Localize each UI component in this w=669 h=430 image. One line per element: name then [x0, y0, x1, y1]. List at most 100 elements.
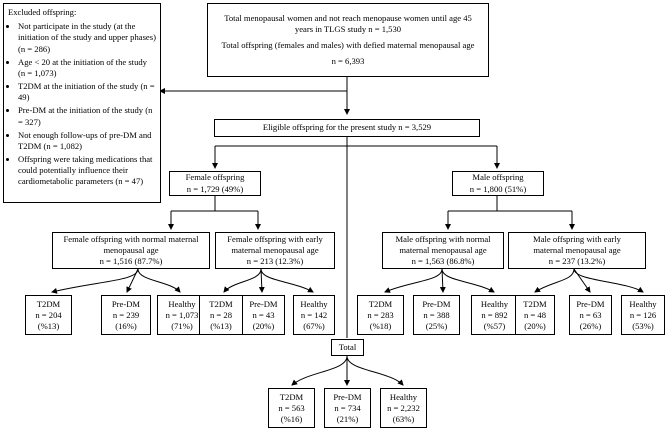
- total-box: Total: [331, 339, 364, 356]
- female-early-menopause-box: Female offspring with early maternal men…: [215, 232, 335, 269]
- leaf-label: Pre-DM: [422, 299, 451, 309]
- male-normal-title: Male offspring with normal: [395, 233, 491, 244]
- excluded-item: Pre-DM at the initiation of the study (n…: [18, 105, 156, 127]
- leaf-label: Healthy: [389, 392, 418, 402]
- leaf-count: n = 2,232: [387, 403, 420, 414]
- leaf-label: Pre-DM: [249, 299, 278, 309]
- leaf-percent: (16%): [115, 321, 137, 332]
- leaf-male-early-healthy: Healthy n = 126 (53%): [621, 295, 665, 335]
- female-early-count: n = 213 (12.3%): [246, 256, 304, 267]
- total-offspring-line: Total offspring (females and males) with…: [221, 40, 475, 50]
- leaf-count: n = 1,073: [165, 310, 199, 321]
- excluded-item: Not enough follow-ups of pre-DM and T2DM…: [18, 130, 156, 152]
- leaf-count: n = 43: [252, 310, 275, 321]
- leaf-percent: (%57): [483, 321, 506, 332]
- leaf-total-predm: Pre-DM n = 734 (21%): [324, 388, 371, 428]
- female-offspring-box: Female offspring n = 1,729 (49%): [169, 171, 261, 196]
- leaf-percent: (21%): [336, 414, 359, 425]
- leaf-label: Pre-DM: [576, 299, 605, 309]
- male-normal-count: n = 1,563 (86.8%): [411, 256, 475, 267]
- leaf-count: n = 28: [209, 310, 233, 321]
- leaf-label: T2DM: [279, 392, 304, 402]
- leaf-percent: (%13): [210, 321, 232, 332]
- total-label: Total: [338, 341, 357, 352]
- male-early-title: Male offspring with early: [533, 233, 621, 244]
- excluded-item: T2DM at the initiation of the study (n =…: [18, 81, 156, 103]
- total-population-box: Total menopausal women and not reach men…: [207, 3, 489, 77]
- leaf-count: n = 283: [367, 310, 394, 321]
- leaf-female-early-predm: Pre-DM n = 43 (20%): [242, 295, 285, 335]
- leaf-percent: (67%): [303, 321, 325, 332]
- leaf-percent: (20%): [252, 321, 275, 332]
- excluded-item: Not participate in the study (at the ini…: [18, 21, 156, 55]
- leaf-label: Pre-DM: [333, 392, 362, 402]
- total-population-line: Total menopausal women and not reach men…: [224, 12, 472, 23]
- leaf-label: Pre-DM: [111, 299, 141, 309]
- leaf-label: Healthy: [168, 299, 196, 309]
- male-normal-menopause-box: Male offspring with normal maternal meno…: [382, 232, 504, 269]
- leaf-label: T2DM: [209, 299, 233, 309]
- leaf-total-healthy: Healthy n = 2,232 (63%): [380, 388, 427, 428]
- leaf-percent: (71%): [171, 321, 193, 332]
- female-normal-menopause-box: Female offspring with normal maternal me…: [52, 232, 210, 269]
- leaf-percent: (53%): [632, 321, 654, 332]
- excluded-title: Excluded offspring:: [8, 7, 77, 17]
- leaf-label: Healthy: [629, 299, 657, 309]
- female-early-subtitle: maternal menopausal age: [231, 244, 319, 255]
- total-population-line: years in TLGS study n = 1,530: [294, 23, 402, 34]
- female-offspring-count: n = 1,729 (49%): [186, 183, 244, 194]
- leaf-male-early-t2dm: T2DM n = 48 (20%): [515, 295, 555, 335]
- excluded-item: Offspring were taking medications that c…: [18, 154, 156, 188]
- total-offspring-count: n = 6,393: [331, 56, 365, 67]
- leaf-percent: (%18): [369, 321, 392, 332]
- excluded-list: Not participate in the study (at the ini…: [8, 21, 156, 187]
- leaf-label: T2DM: [368, 299, 393, 309]
- male-offspring-title: Male offspring: [472, 172, 524, 183]
- eligible-offspring-label: Eligible offspring for the present study…: [262, 122, 432, 133]
- leaf-total-t2dm: T2DM n = 563 (%16): [268, 388, 315, 428]
- male-early-subtitle: maternal menopausal age: [533, 244, 621, 255]
- female-offspring-title: Female offspring: [185, 172, 245, 183]
- female-normal-subtitle: menopausal age: [103, 244, 159, 255]
- excluded-item: Age < 20 at the initiation of the study …: [18, 57, 156, 79]
- leaf-percent: (%13): [37, 321, 60, 332]
- leaf-count: n = 48: [523, 310, 547, 321]
- leaf-female-early-t2dm: T2DM n = 28 (%13): [199, 295, 243, 335]
- leaf-count: n = 204: [35, 310, 62, 321]
- leaf-male-normal-predm: Pre-DM n = 388 (25%): [413, 295, 460, 335]
- leaf-percent: (26%): [579, 321, 602, 332]
- excluded-offspring-box: Excluded offspring: Not participate in t…: [3, 3, 161, 203]
- leaf-female-normal-predm: Pre-DM n = 239 (16%): [101, 295, 151, 335]
- female-normal-count: n = 1,516 (87.7%): [99, 256, 163, 267]
- female-normal-title: Female offspring with normal maternal: [63, 233, 199, 244]
- leaf-label: Healthy: [300, 299, 328, 309]
- leaf-label: Healthy: [480, 299, 509, 309]
- leaf-male-normal-t2dm: T2DM n = 283 (%18): [357, 295, 404, 335]
- leaf-percent: (%16): [280, 414, 303, 425]
- eligible-offspring-box: Eligible offspring for the present study…: [214, 119, 480, 137]
- leaf-count: n = 563: [278, 403, 305, 414]
- leaf-male-early-predm: Pre-DM n = 63 (26%): [569, 295, 612, 335]
- leaf-label: T2DM: [36, 299, 61, 309]
- female-early-title: Female offspring with early: [227, 233, 323, 244]
- male-early-count: n = 237 (13.2%): [548, 256, 606, 267]
- leaf-label: T2DM: [523, 299, 547, 309]
- leaf-count: n = 63: [579, 310, 602, 321]
- leaf-female-normal-t2dm: T2DM n = 204 (%13): [25, 295, 72, 335]
- leaf-female-early-healthy: Healthy n = 142 (67%): [293, 295, 335, 335]
- leaf-count: n = 388: [423, 310, 450, 321]
- leaf-percent: (20%): [524, 321, 546, 332]
- leaf-percent: (25%): [425, 321, 448, 332]
- leaf-count: n = 126: [629, 310, 657, 321]
- male-early-menopause-box: Male offspring with early maternal menop…: [508, 232, 646, 269]
- male-offspring-box: Male offspring n = 1,800 (51%): [452, 171, 544, 196]
- leaf-count: n = 734: [334, 403, 361, 414]
- leaf-percent: (63%): [392, 414, 415, 425]
- male-normal-subtitle: maternal menopausal age: [399, 244, 487, 255]
- male-offspring-count: n = 1,800 (51%): [469, 183, 527, 194]
- leaf-male-normal-healthy: Healthy n = 892 (%57): [471, 295, 518, 335]
- leaf-female-normal-healthy: Healthy n = 1,073 (71%): [157, 295, 207, 335]
- leaf-count: n = 142: [300, 310, 328, 321]
- leaf-count: n = 239: [112, 310, 140, 321]
